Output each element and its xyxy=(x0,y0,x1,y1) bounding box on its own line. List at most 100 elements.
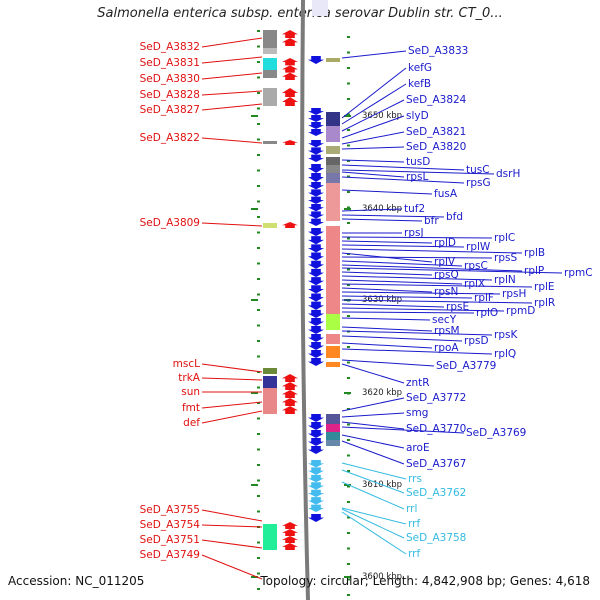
gene-label-left: sun xyxy=(181,386,200,398)
right-dot xyxy=(347,578,350,581)
scale-label: 3650 kbp xyxy=(362,111,402,121)
leader-line xyxy=(341,171,405,178)
gene-label-left: trkA xyxy=(178,372,201,384)
right-dot xyxy=(347,98,350,100)
leader-line xyxy=(341,159,405,163)
right-track-block xyxy=(326,146,340,154)
left-track-block xyxy=(263,48,277,54)
gene-label-right: rpsD xyxy=(464,335,489,347)
left-dot xyxy=(257,464,260,466)
leader-line xyxy=(341,335,463,342)
rna-label: rrs xyxy=(408,473,422,485)
leader-line xyxy=(341,67,407,119)
gene-label-right: dsrH xyxy=(496,168,520,180)
gene-arrow-forward xyxy=(308,115,324,122)
leader-line xyxy=(341,275,493,281)
leader-line xyxy=(341,169,495,175)
leader-line xyxy=(341,330,493,336)
gene-arrow-reverse xyxy=(282,529,298,536)
gene-arrow-reverse xyxy=(282,58,298,66)
leader-line xyxy=(341,256,493,259)
gene-arrow-forward xyxy=(308,129,324,136)
gene-label-right: SeD_A3770 xyxy=(406,423,466,435)
left-dot xyxy=(257,510,260,513)
right-dot xyxy=(347,454,350,457)
leader-line xyxy=(341,50,407,59)
gene-arrow-forward xyxy=(308,474,324,483)
gene-label-left: SeD_A3754 xyxy=(140,519,201,531)
leader-line xyxy=(341,240,433,244)
gene-label-right: tusD xyxy=(406,156,430,168)
gene-arrow-forward xyxy=(308,497,324,505)
gene-arrow-forward xyxy=(308,164,324,173)
scale-label: 3640 kbp xyxy=(362,204,402,214)
right-dot xyxy=(347,175,350,178)
leader-line xyxy=(341,83,407,125)
gene-label-right: rplR xyxy=(534,297,555,309)
leader-line xyxy=(201,222,263,227)
left-dot xyxy=(257,386,260,389)
left-dot xyxy=(257,479,260,482)
right-dot xyxy=(347,160,350,162)
scale-tick xyxy=(344,576,351,578)
leader-line xyxy=(341,317,431,321)
right-track-block xyxy=(326,432,340,440)
leader-line xyxy=(341,440,405,465)
gene-arrow-forward xyxy=(308,244,324,253)
right-dot xyxy=(347,563,350,565)
right-dot xyxy=(347,82,350,85)
backbone-line xyxy=(300,0,310,600)
gene-label-left: SeD_A3755 xyxy=(140,504,200,516)
left-track-block xyxy=(263,70,277,78)
gene-arrow-forward xyxy=(308,414,324,422)
rna-label: SeD_A3758 xyxy=(406,532,466,544)
gene-arrow-reverse xyxy=(282,390,298,398)
scale-tick xyxy=(344,208,351,210)
scale-label: 3630 kbp xyxy=(362,295,402,305)
right-dot xyxy=(347,346,350,348)
right-track-block xyxy=(326,346,340,358)
right-track-block xyxy=(326,183,340,221)
gene-arrow-reverse xyxy=(282,398,298,406)
right-track-block xyxy=(326,424,340,432)
right-dot xyxy=(347,501,350,503)
right-dot xyxy=(347,439,350,441)
leader-line xyxy=(341,511,407,555)
right-track-block xyxy=(326,112,340,126)
gene-arrow-forward xyxy=(308,358,324,366)
left-track-block xyxy=(263,376,277,388)
right-track-block xyxy=(326,362,340,367)
right-dot xyxy=(347,284,350,286)
gene-label-right: rpsS xyxy=(494,252,517,264)
left-dot xyxy=(257,355,260,358)
right-dot xyxy=(347,113,350,116)
gene-label-right: rplF xyxy=(474,292,494,304)
gene-label-right: rpmC xyxy=(564,267,593,279)
left-dot xyxy=(257,185,260,187)
right-dot xyxy=(347,67,350,69)
right-track-block xyxy=(326,157,340,165)
gene-label-right: rplB xyxy=(524,247,545,259)
gene-arrow-forward xyxy=(308,489,324,498)
gene-arrow-reverse xyxy=(282,65,298,73)
gene-label-right: rpsE xyxy=(446,301,469,313)
gene-label-right: bfd xyxy=(446,211,463,223)
leader-line xyxy=(341,164,465,171)
leader-line xyxy=(201,377,263,381)
gene-label-right: rplV xyxy=(434,256,456,268)
gene-arrow-forward xyxy=(308,218,324,226)
leader-line xyxy=(341,218,423,222)
scale-tick xyxy=(344,484,351,486)
leader-line xyxy=(341,303,445,308)
leader-line xyxy=(341,244,465,248)
gene-arrow-forward xyxy=(308,446,324,454)
gene-arrow-forward xyxy=(308,140,324,148)
top-fragment xyxy=(312,0,328,16)
left-dot xyxy=(257,76,260,79)
left-dot xyxy=(257,30,260,32)
gene-label-right: rpsC xyxy=(464,260,488,272)
right-color-track xyxy=(326,58,340,446)
left-track-block xyxy=(263,88,277,106)
leader-line xyxy=(341,115,405,139)
gene-label-right: rplQ xyxy=(494,348,516,360)
